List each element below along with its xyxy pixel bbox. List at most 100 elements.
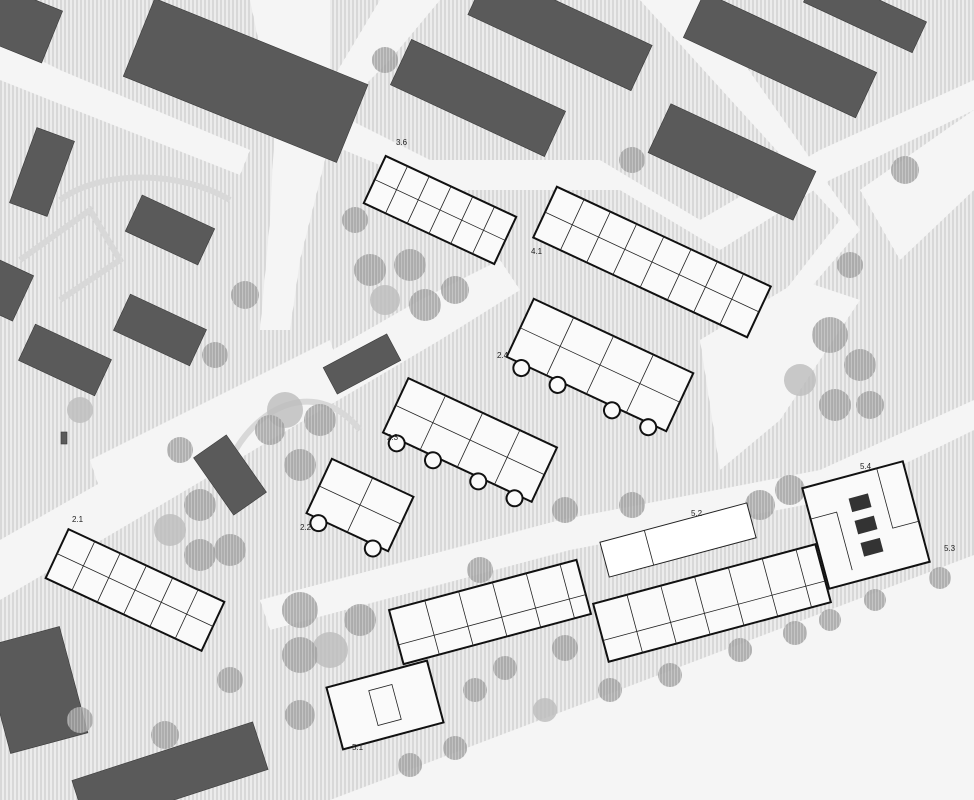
- building-5-4: [801, 460, 931, 590]
- label-3-6: 3.6: [396, 138, 408, 147]
- label-5-4: 5.4: [860, 462, 872, 471]
- existing-building: [389, 39, 567, 157]
- tree: [728, 638, 752, 662]
- proposed-buildings: [44, 154, 931, 751]
- road-lower: [260, 400, 974, 630]
- road-northeast: [860, 110, 974, 260]
- trees: [67, 47, 951, 777]
- building-row-west: [387, 558, 593, 666]
- tree: [493, 656, 517, 680]
- building-4-1: [531, 185, 773, 339]
- label-4-1: 4.1: [531, 247, 543, 256]
- label-5-2: 5.2: [691, 509, 703, 518]
- building-labels: 3.6 4.1 2.4 2.3 2.2 2.1 5.2 5.4 5.3 5.1: [72, 138, 956, 752]
- tree: [837, 252, 863, 278]
- tree: [282, 592, 318, 628]
- path-curve: [58, 174, 232, 203]
- tree: [441, 276, 469, 304]
- path-west: [90, 340, 340, 490]
- label-2-2: 2.2: [300, 523, 312, 532]
- building-2-1: [44, 527, 226, 653]
- tree: [394, 249, 426, 281]
- tree: [312, 632, 348, 668]
- tree: [552, 635, 578, 661]
- existing-building: [193, 434, 267, 516]
- tree: [819, 389, 851, 421]
- path-loop: [18, 205, 125, 303]
- tree: [370, 285, 400, 315]
- existing-building: [0, 626, 89, 754]
- road-middle: [320, 80, 974, 250]
- tree: [344, 604, 376, 636]
- tree: [552, 497, 578, 523]
- tree: [167, 437, 193, 463]
- tree: [856, 391, 884, 419]
- tree: [67, 397, 93, 423]
- existing-building: [467, 0, 653, 92]
- tree: [812, 317, 848, 353]
- existing-building: [0, 0, 63, 64]
- open-area-south: [330, 555, 974, 800]
- label-2-3: 2.3: [387, 433, 399, 442]
- tree: [304, 404, 336, 436]
- tree: [598, 678, 622, 702]
- tree: [342, 207, 368, 233]
- label-5-1: 5.1: [352, 743, 364, 752]
- tree: [844, 349, 876, 381]
- label-2-1: 2.1: [72, 515, 84, 524]
- tree: [819, 609, 841, 631]
- tree: [255, 415, 285, 445]
- tree: [284, 449, 316, 481]
- tree: [214, 534, 246, 566]
- tree: [285, 700, 315, 730]
- tree: [409, 289, 441, 321]
- tree: [154, 514, 186, 546]
- existing-building: [682, 0, 878, 119]
- existing-building: [122, 0, 369, 163]
- existing-building: [803, 0, 927, 54]
- label-2-4: 2.4: [497, 351, 509, 360]
- building-2-2: [305, 457, 415, 558]
- label-5-3: 5.3: [944, 544, 956, 553]
- road-northwest: [0, 40, 250, 175]
- tree: [619, 147, 645, 173]
- existing-building: [124, 194, 216, 266]
- tree: [372, 47, 398, 73]
- building-2-4: [505, 297, 695, 437]
- tree: [929, 567, 951, 589]
- tree: [784, 364, 816, 396]
- tree: [658, 663, 682, 687]
- existing-buildings: [0, 0, 927, 800]
- tree: [184, 489, 216, 521]
- tree: [467, 557, 493, 583]
- existing-building: [9, 127, 75, 217]
- tree: [151, 721, 179, 749]
- tree: [619, 492, 645, 518]
- existing-building: [18, 323, 112, 397]
- tree: [231, 281, 259, 309]
- existing-building: [0, 258, 35, 322]
- tree: [775, 475, 805, 505]
- building-3-6: [362, 154, 518, 266]
- tree: [217, 667, 243, 693]
- building-5-2: [599, 502, 757, 578]
- tree: [184, 539, 216, 571]
- tree: [745, 490, 775, 520]
- building-5-1: [325, 659, 445, 751]
- tree: [891, 156, 919, 184]
- existing-building: [113, 293, 207, 367]
- existing-building: [647, 103, 817, 221]
- tree: [463, 678, 487, 702]
- building-2-3: [381, 376, 559, 508]
- tree: [783, 621, 807, 645]
- tree: [443, 736, 467, 760]
- existing-building: [71, 721, 269, 800]
- tree: [67, 707, 93, 733]
- tree: [533, 698, 557, 722]
- tree: [864, 589, 886, 611]
- tree: [354, 254, 386, 286]
- tree: [202, 342, 228, 368]
- building-row-east: [591, 543, 833, 663]
